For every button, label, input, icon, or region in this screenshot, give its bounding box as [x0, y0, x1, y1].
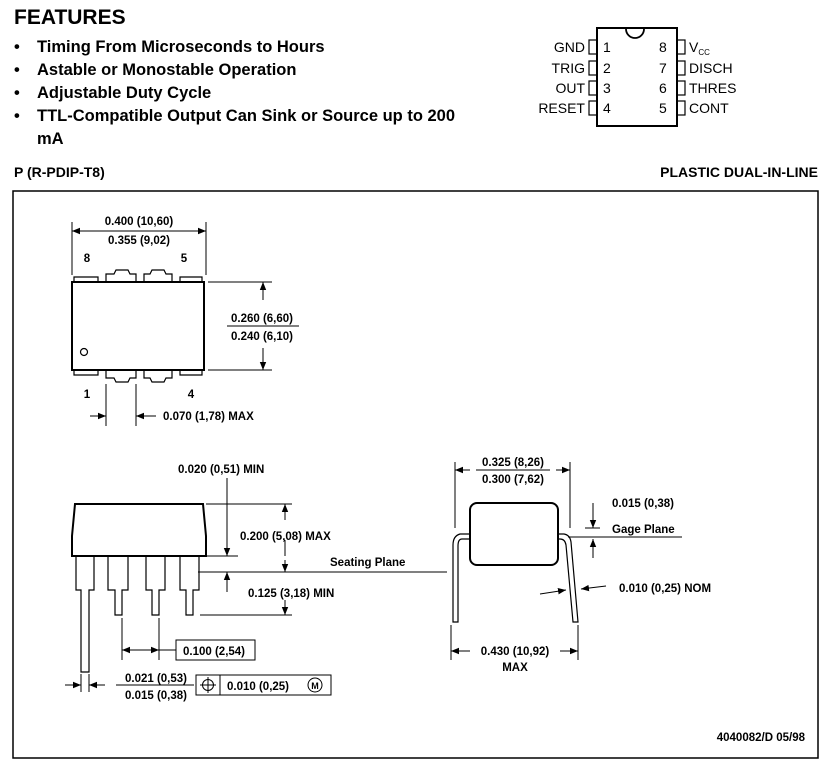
side-view-body: [71, 503, 207, 557]
pin-name-thres: THRES: [689, 80, 736, 96]
lead-shape: [73, 370, 99, 376]
top-view-body: [71, 281, 205, 371]
bullet-icon: •: [14, 61, 20, 79]
pin-stub: [588, 100, 598, 116]
pin-label-8: 8: [84, 253, 91, 265]
pin-label-5: 5: [181, 253, 188, 265]
end-lead-right: [558, 533, 579, 623]
pin-name-trig: TRIG: [552, 60, 585, 76]
side-lead: [179, 556, 200, 616]
feature-text: Timing From Microseconds to Hours: [37, 38, 325, 56]
width-max-label: 0.400 (10,60): [105, 216, 174, 228]
feature-item: • Adjustable Duty Cycle: [14, 82, 467, 105]
lead-shape: [105, 269, 137, 282]
feature-list: • Timing From Microseconds to Hours • Asta…: [14, 36, 467, 151]
lead-shape: [143, 370, 173, 383]
tolerance-label: 0.010 (0,25): [227, 681, 289, 693]
lead-shape: [143, 269, 173, 282]
pin-label-1: 1: [84, 389, 91, 401]
pin-number: 1: [603, 39, 611, 55]
spread-label: 0.430 (10,92): [481, 646, 550, 658]
gage-dim-label: 0.015 (0,38): [612, 498, 674, 510]
drawing-frame: [12, 190, 819, 759]
pitch-box: [175, 639, 256, 661]
pin-number: 3: [603, 80, 611, 96]
pin-number: 5: [659, 100, 667, 116]
lead-shape: [73, 276, 99, 282]
end-view: [450, 462, 682, 660]
pin-name-out: OUT: [555, 80, 585, 96]
feature-text: Astable or Monostable Operation: [37, 61, 297, 79]
pin-stub: [676, 80, 686, 96]
lead-length-label: 0.125 (3,18) MIN: [248, 588, 334, 600]
pin-name-disch: DISCH: [689, 60, 733, 76]
feature-item: • TTL-Compatible Output Can Sink or Sourc…: [14, 105, 467, 151]
pin-number: 6: [659, 80, 667, 96]
side-lead: [107, 556, 129, 616]
bullet-icon: •: [14, 38, 20, 56]
height-min-label: 0.240 (6,10): [231, 331, 293, 343]
tolerance-frame: [195, 674, 332, 696]
tolerance-modifier: M: [311, 681, 319, 691]
pin-stub: [588, 60, 598, 76]
spread-max-label: MAX: [502, 662, 528, 674]
lead-width-label: 0.070 (1,78) MAX: [163, 411, 254, 423]
pin1-dot-icon: [79, 347, 89, 357]
pin-number: 8: [659, 39, 667, 55]
pin-stub: [676, 60, 686, 76]
mmc-symbol-icon: [307, 677, 323, 693]
feature-text: Adjustable Duty Cycle: [37, 84, 212, 102]
pin-number: 7: [659, 60, 667, 76]
end-lead-left: [452, 533, 470, 623]
body-height-label: 0.200 (5,08) MAX: [240, 531, 331, 543]
pin1-notch-icon: [625, 28, 645, 39]
pin-name-gnd: GND: [554, 39, 585, 55]
height-max-label: 0.260 (6,60): [231, 313, 293, 325]
pinout-diagram: GND TRIG OUT RESET 1 2 3 4 8 7 6 5 VCC D…: [538, 27, 736, 127]
seating-plane-label: Seating Plane: [330, 557, 405, 569]
doc-number: 4040082/D 05/98: [717, 732, 806, 744]
pin-number: 2: [603, 60, 611, 76]
pin-name-vcc: VCC: [689, 39, 710, 57]
gage-plane-label: Gage Plane: [612, 524, 675, 536]
side-lead: [145, 556, 166, 616]
feature-text: TTL-Compatible Output Can Sink or Source…: [37, 107, 456, 148]
package-type: PLASTIC DUAL-IN-LINE: [660, 164, 818, 180]
pin-label-4: 4: [188, 389, 195, 401]
side-lead: [75, 556, 95, 673]
pin-stub: [676, 100, 686, 116]
pitch-label: 0.100 (2,54): [183, 646, 245, 658]
row-min-label: 0.300 (7,62): [482, 474, 544, 486]
pin-number: 4: [603, 100, 611, 116]
pin-stub: [588, 80, 598, 96]
feature-item: • Astable or Monostable Operation: [14, 59, 467, 82]
pin-stub: [588, 39, 598, 55]
feature-item: • Timing From Microseconds to Hours: [14, 36, 467, 59]
pin-name-reset: RESET: [538, 100, 585, 116]
lead-shape: [179, 276, 203, 282]
lead-shape: [179, 370, 203, 376]
standoff-label: 0.020 (0,51) MIN: [178, 464, 264, 476]
bullet-icon: •: [14, 84, 20, 102]
ic-body: [596, 27, 678, 127]
width-min-label: 0.355 (9,02): [108, 235, 170, 247]
features-title: FEATURES: [14, 6, 126, 29]
lead-dia-max-label: 0.021 (0,53): [125, 673, 187, 685]
package-code: P (R-PDIP-T8): [14, 164, 105, 180]
lead-shape: [105, 370, 137, 383]
side-view: [65, 478, 447, 696]
pin-stub: [676, 39, 686, 55]
pin-name-cont: CONT: [689, 100, 729, 116]
end-view-body: [469, 502, 559, 566]
lead-thickness-label: 0.010 (0,25) NOM: [619, 583, 711, 595]
bullet-icon: •: [14, 107, 20, 125]
lead-dia-min-label: 0.015 (0,38): [125, 690, 187, 702]
row-max-label: 0.325 (8,26): [482, 457, 544, 469]
